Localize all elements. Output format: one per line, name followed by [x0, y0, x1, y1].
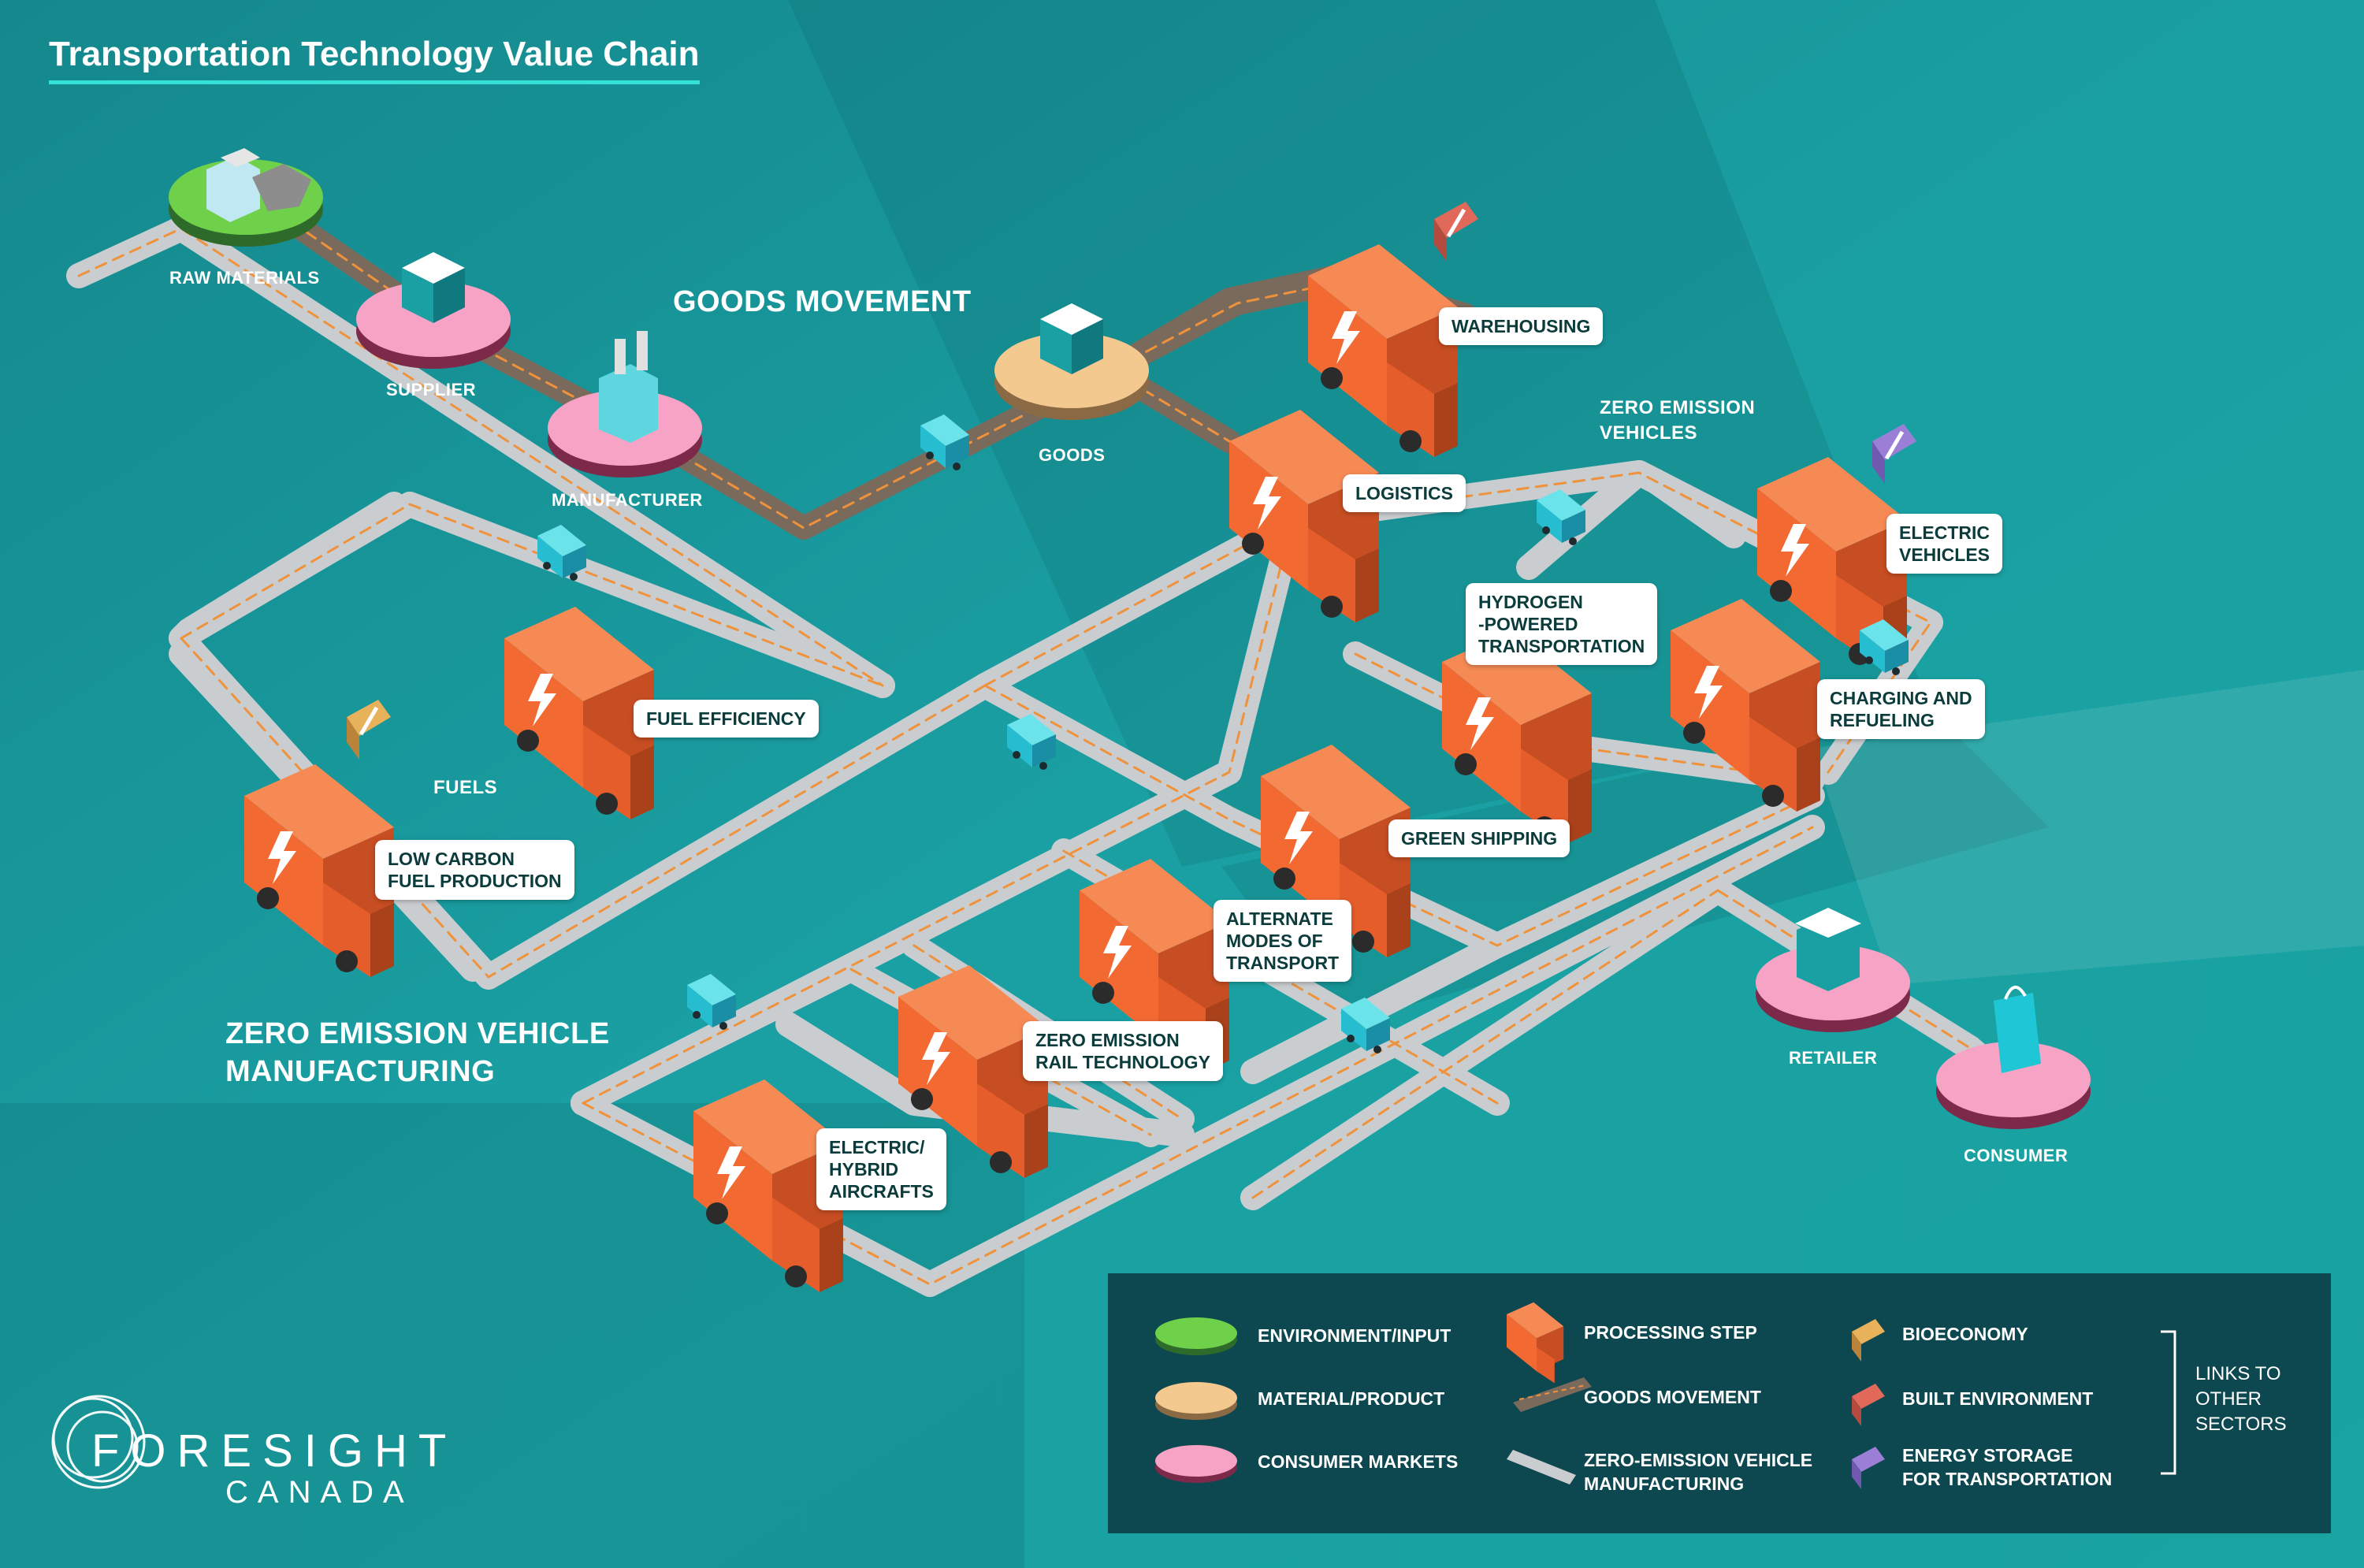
- electric-vehicles-callout: ELECTRIC VEHICLES: [1886, 514, 2003, 574]
- goods-movement-heading: GOODS MOVEMENT: [673, 285, 972, 318]
- supplier-label: SUPPLIER: [386, 380, 477, 399]
- fuels-heading: FUELS: [433, 777, 498, 798]
- page-title: Transportation Technology Value Chain: [49, 35, 700, 84]
- energy-storage-link-icon: [1872, 424, 1916, 484]
- retailer-platform: [1756, 908, 1910, 1032]
- legend-links-label: LINKS TO OTHER SECTORS: [2195, 1363, 2287, 1435]
- legend-environment-label: ENVIRONMENT/INPUT: [1258, 1325, 1451, 1346]
- supplier-platform: [356, 252, 511, 369]
- goods-label: GOODS: [1039, 445, 1106, 465]
- legend-energy-storage-label: ENERGY STORAGE FOR TRANSPORTATION: [1902, 1445, 2113, 1489]
- rail-callout: ZERO EMISSION RAIL TECHNOLOGY: [1023, 1021, 1223, 1081]
- legend-material-label: MATERIAL/PRODUCT: [1258, 1388, 1445, 1409]
- consumer-platform: [1936, 986, 2091, 1129]
- legend-panel: [1108, 1273, 2331, 1533]
- charging-callout: CHARGING AND REFUELING: [1817, 679, 1985, 739]
- zero-emission-vehicles-heading: ZERO EMISSION VEHICLES: [1600, 397, 1756, 444]
- bioeconomy-link-icon: [347, 700, 391, 760]
- legend-zev-label: ZERO-EMISSION VEHICLE MANUFACTURING: [1584, 1450, 1813, 1494]
- raw-materials-label: RAW MATERIALS: [169, 268, 320, 288]
- manufacturer-platform: [548, 331, 702, 477]
- legend-processing-label: PROCESSING STEP: [1584, 1322, 1757, 1343]
- retailer-label: RETAILER: [1789, 1048, 1878, 1068]
- consumer-label: CONSUMER: [1964, 1146, 2068, 1165]
- hydrogen-callout: HYDROGEN -POWERED TRANSPORTATION: [1466, 583, 1658, 665]
- raw-materials-platform: [169, 148, 323, 247]
- alternate-modes-callout: ALTERNATE MODES OF TRANSPORT: [1214, 900, 1352, 982]
- zev-manufacturing-heading: ZERO EMISSION VEHICLE MANUFACTURING: [225, 1017, 610, 1088]
- legend-consumer-label: CONSUMER MARKETS: [1258, 1451, 1459, 1472]
- foresight-logo-mark: [51, 1395, 146, 1489]
- fuel-efficiency-callout: FUEL EFFICIENCY: [634, 700, 819, 738]
- goods-platform: [994, 303, 1149, 420]
- low-carbon-callout: LOW CARBON FUEL PRODUCTION: [375, 840, 574, 900]
- logistics-callout: LOGISTICS: [1343, 474, 1466, 512]
- logo-name: FORESIGHT: [91, 1425, 458, 1477]
- manufacturer-label: MANUFACTURER: [552, 490, 703, 510]
- legend-bioeconomy-label: BIOECONOMY: [1902, 1324, 2028, 1344]
- green-shipping-callout: GREEN SHIPPING: [1388, 819, 1570, 857]
- legend-goods-movement-label: GOODS MOVEMENT: [1584, 1387, 1761, 1407]
- legend-built-environment-label: BUILT ENVIRONMENT: [1902, 1388, 2094, 1409]
- aircraft-callout: ELECTRIC/ HYBRID AIRCRAFTS: [816, 1128, 946, 1210]
- logo-sub: CANADA: [225, 1475, 414, 1510]
- built-environment-link-icon: [1434, 202, 1478, 262]
- warehousing-callout: WAREHOUSING: [1439, 307, 1604, 345]
